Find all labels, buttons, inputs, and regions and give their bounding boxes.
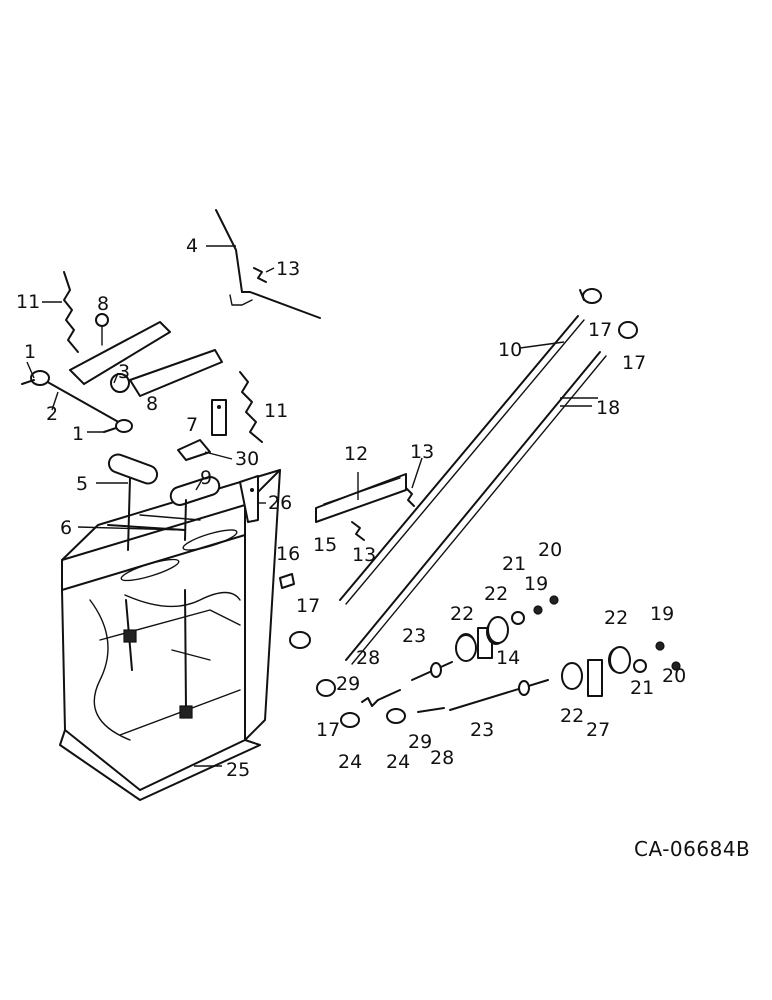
callout-25: 25	[226, 759, 250, 781]
callout-23: 23	[470, 719, 494, 741]
lever-5	[107, 453, 159, 671]
callout-21: 21	[630, 677, 654, 699]
callout-8: 8	[146, 393, 158, 415]
rod-end-24	[340, 708, 406, 728]
callout-7: 7	[186, 414, 198, 436]
spring-11-right	[239, 371, 263, 443]
callout-19: 19	[650, 603, 674, 625]
rod-28	[377, 689, 445, 713]
console-housing	[59, 469, 281, 801]
plate-12	[315, 473, 407, 523]
callout-30: 30	[235, 448, 259, 470]
rod-4	[215, 209, 321, 319]
callout-27: 27	[586, 719, 610, 741]
callout-17: 17	[588, 319, 612, 341]
callout-23: 23	[402, 625, 426, 647]
callout-29: 29	[336, 673, 360, 695]
rod-2	[30, 370, 133, 433]
leader-lines	[26, 245, 598, 767]
callout-10: 10	[498, 339, 522, 361]
callout-6: 6	[60, 517, 72, 539]
callout-20: 20	[662, 665, 686, 687]
spring-22	[455, 616, 631, 690]
callout-14: 14	[496, 647, 520, 669]
lever-9	[169, 476, 221, 719]
callout-17: 17	[296, 595, 320, 617]
drawing-code: CA-06684B	[634, 837, 750, 861]
callout-11: 11	[16, 291, 40, 313]
callout-1: 1	[72, 423, 84, 445]
callout-3: 3	[118, 361, 130, 383]
callout-28: 28	[356, 647, 380, 669]
callout-24: 24	[338, 751, 362, 773]
callout-2: 2	[46, 403, 58, 425]
callout-28: 28	[430, 747, 454, 769]
callout-1: 1	[24, 341, 36, 363]
bolt-1	[21, 379, 117, 433]
callout-5: 5	[76, 473, 88, 495]
callout-9: 9	[200, 467, 212, 489]
callout-29: 29	[408, 731, 432, 753]
clip-16	[279, 573, 295, 589]
hardware	[511, 595, 681, 673]
callout-18: 18	[596, 397, 620, 419]
bracket-26	[239, 475, 259, 523]
callout-13: 13	[352, 544, 376, 566]
callout-20: 20	[538, 539, 562, 561]
callout-4: 4	[186, 235, 198, 257]
callout-labels: 11 8 1 3 2 8 1 4 13 7 11 30 5 9 26 6 12 …	[16, 235, 686, 781]
callout-19: 19	[524, 573, 548, 595]
callout-22: 22	[604, 607, 628, 629]
spring-13	[351, 487, 415, 541]
callout-13: 13	[276, 258, 300, 280]
callout-17: 17	[622, 352, 646, 374]
callout-22: 22	[484, 583, 508, 605]
clevis-17	[289, 288, 638, 697]
callout-24: 24	[386, 751, 410, 773]
callout-17: 17	[316, 719, 340, 741]
bracket-8-upper	[69, 313, 171, 385]
callout-13: 13	[410, 441, 434, 463]
clip-7	[211, 399, 227, 436]
callout-22: 22	[450, 603, 474, 625]
callout-11: 11	[264, 400, 288, 422]
callout-21: 21	[502, 553, 526, 575]
callout-26: 26	[268, 492, 292, 514]
cable-18	[345, 351, 607, 665]
rod-23	[411, 661, 549, 711]
callout-8: 8	[97, 293, 109, 315]
spring-11-left	[63, 271, 79, 353]
clip-30	[177, 439, 211, 461]
callout-12: 12	[344, 443, 368, 465]
callout-15: 15	[313, 534, 337, 556]
spring-29	[361, 697, 379, 707]
callout-22: 22	[560, 705, 584, 727]
cable-10	[339, 315, 585, 605]
callout-16: 16	[276, 543, 300, 565]
